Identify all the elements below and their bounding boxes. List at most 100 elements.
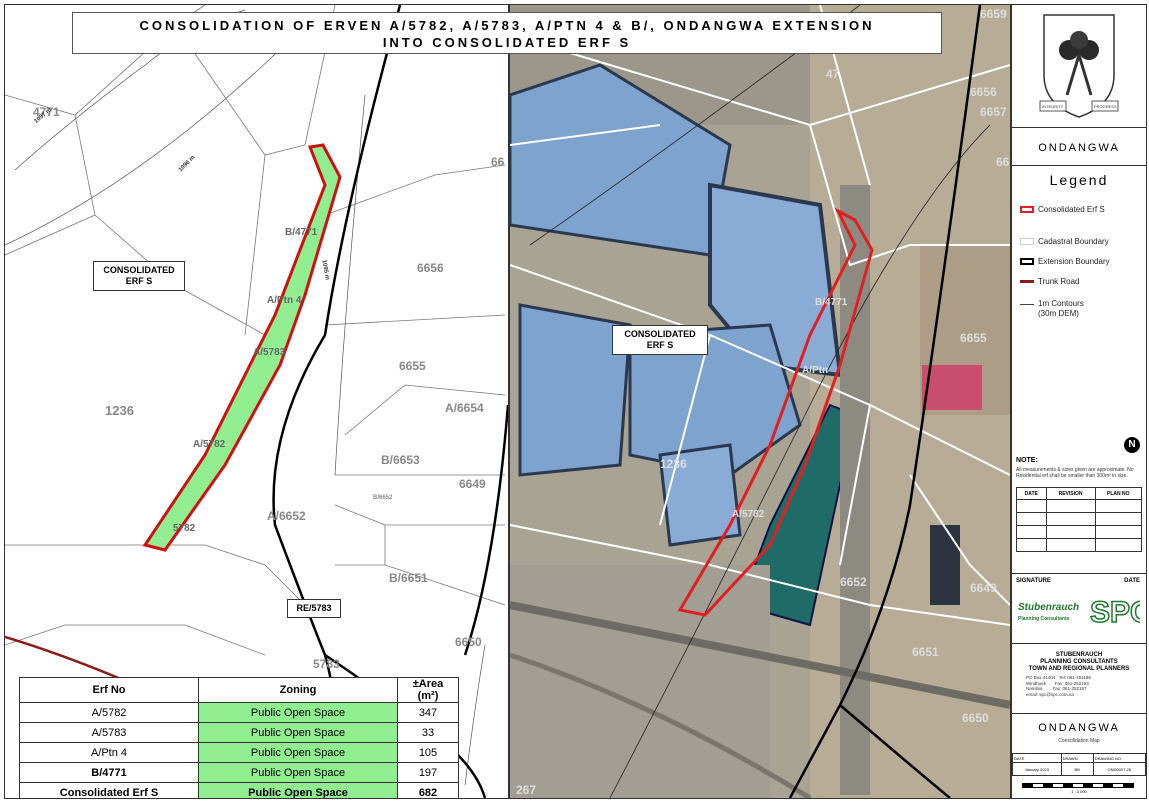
crest-motto-left: INTEGRITY [1042,104,1064,109]
cell-erf: Consolidated Erf S [19,782,199,798]
aerial-label-66: 66 [996,155,1010,169]
legend-swatch-black [1020,258,1034,266]
town-name-bottom: ONDANGWA [1038,722,1120,734]
aerial-label-6652: 6652 [840,575,867,589]
erf-label-a5782: A/5782 [193,439,226,450]
meta-drawing-value: OND0007-26 [1092,762,1147,776]
legend-swatch-contour [1020,304,1034,305]
col-zoning: Zoning [198,677,398,703]
cell-zoning: Public Open Space [198,702,398,723]
erf-label-b4771: B/4771 [285,227,318,238]
table-row [1016,538,1143,552]
erf-label-a6652: A/6652 [267,509,306,523]
table-header-row: Erf No Zoning ±Area (m²) [19,677,459,703]
aerial-label-aptn: A/Ptn [802,365,829,376]
rev-col-revision: REVISION [1045,487,1096,500]
aerial-label-6655: 6655 [960,331,987,345]
firm-section: STUBENRAUCH PLANNING CONSULTANTS TOWN AN… [1012,643,1146,714]
erf-label-1236: 1236 [105,403,134,418]
cell-erf: A/Ptn 4 [19,742,199,763]
cadastral-map[interactable]: 4771 66 B/4771 A/Ptn 4 A/5783 1236 A/578… [4,4,509,799]
legend-swatch-grey [1020,238,1034,246]
erf-label-b6652: B/6652 [373,495,393,501]
col-area: ±Area (m²) [397,677,459,703]
cell-erf: A/5782 [19,702,199,723]
town-name: ONDANGWA [1038,142,1120,154]
map-type: Consolidation Map [1058,738,1100,744]
erf-label-aptn4: A/Ptn 4 [267,295,302,306]
crest-motto-right: PROGRESS [1094,104,1117,109]
rev-col-plan: PLAN NO [1094,487,1143,500]
legend-label: 1m Contours (30m DEM) [1038,299,1084,318]
table-row: B/4771 Public Open Space 197 [19,762,459,783]
cell-area: 682 [397,782,459,798]
legend-extension: Extension Boundary [1020,257,1110,266]
legend-swatch-red [1020,206,1034,214]
aerial-label-1236: 1236 [660,457,687,471]
aerial-label-6650: 6650 [962,711,989,725]
erf-label-a5783: A/5783 [253,347,286,358]
table-row [1016,499,1143,513]
scale-bar [1022,783,1134,788]
signature-section: SIGNATURE DATE Stubenrauch Planning Cons… [1012,573,1146,644]
legend-swatch-road [1020,280,1034,284]
title-block: INTEGRITY PROGRESS ONDANGWA Legend Conso… [1011,4,1147,799]
meta-date-header: DATE [1012,753,1062,763]
meta-drawn-header: DRAWN [1060,753,1094,763]
table-row: A/Ptn 4 Public Open Space 105 [19,742,459,763]
firm-name: STUBENRAUCH PLANNING CONSULTANTS TOWN AN… [1028,652,1130,672]
meta-drawn-value: BB [1060,762,1094,776]
legend-label: Trunk Road [1038,277,1080,286]
aerial-label-a5782: A/5782 [732,509,765,520]
cell-zoning: Public Open Space [198,762,398,783]
spc-logo-icon: SPC [1089,595,1140,628]
town-section: ONDANGWA [1012,127,1146,166]
legend-section: Legend [1012,165,1146,456]
firm-logo-sub: Planning Consultants [1018,616,1070,622]
aerial-label-6656: 6656 [970,85,997,99]
firm-logo-text: Stubenrauch [1018,602,1080,613]
meta-date-value: January 2023 [1012,762,1062,776]
cell-area: 33 [397,722,459,743]
erf-label-6655: 6655 [399,359,426,373]
erf-label-6650: 6650 [455,635,482,649]
aerial-label-6649: 6649 [970,581,997,595]
table-row [1016,512,1143,526]
erf-label-66: 66 [491,155,505,169]
erf-area-table: Erf No Zoning ±Area (m²) A/5782 Public O… [19,677,459,798]
legend-label: Extension Boundary [1038,257,1110,266]
consolidated-erf-callout: CONSOLIDATED ERF S [93,261,185,291]
aerial-label-47: 47 [826,67,840,81]
legend-label: Consolidated Erf S [1038,205,1105,214]
table-row [1016,525,1143,539]
svg-text:SPC: SPC [1090,596,1140,628]
aerial-map[interactable]: 1236 B/4771 A/Ptn A/5782 6659 6656 6657 … [509,4,1011,799]
erf-label-b6653: B/6653 [381,453,420,467]
aerial-label-6651: 6651 [912,645,939,659]
note-title: NOTE: [1016,457,1038,464]
table-row-total: Consolidated Erf S Public Open Space 682 [19,782,459,798]
cell-erf: A/5783 [19,722,199,743]
aerial-label-b4771: B/4771 [815,297,848,308]
cell-area: 347 [397,702,459,723]
erf-label-6656: 6656 [417,261,444,275]
map-title-line2: INTO CONSOLIDATED ERF S [382,35,632,50]
rev-col-date: DATE [1016,487,1047,500]
town-crest-icon [1039,14,1119,118]
map-title-line1: CONSOLIDATION OF ERVEN A/5782, A/5783, A… [139,18,875,33]
aerial-label-267: 267 [516,783,537,797]
cell-zoning: Public Open Space [198,722,398,743]
cell-zoning: Public Open Space [198,782,398,798]
cell-erf: B/4771 [19,762,199,783]
erf-label-5783: 5783 [313,657,340,671]
aerial-consolidated-erf-callout: CONSOLIDATED ERF S [612,325,708,355]
legend-consolidated-erf: Consolidated Erf S [1020,205,1105,214]
aerial-label-6659: 6659 [980,7,1007,21]
table-row: A/5783 Public Open Space 33 [19,722,459,743]
erf-label-6649: 6649 [459,477,486,491]
legend-trunk-road: Trunk Road [1020,277,1080,286]
erf-label-b6651: B/6651 [389,571,428,585]
date-label: DATE [1124,578,1140,584]
signature-label: SIGNATURE [1016,578,1051,584]
